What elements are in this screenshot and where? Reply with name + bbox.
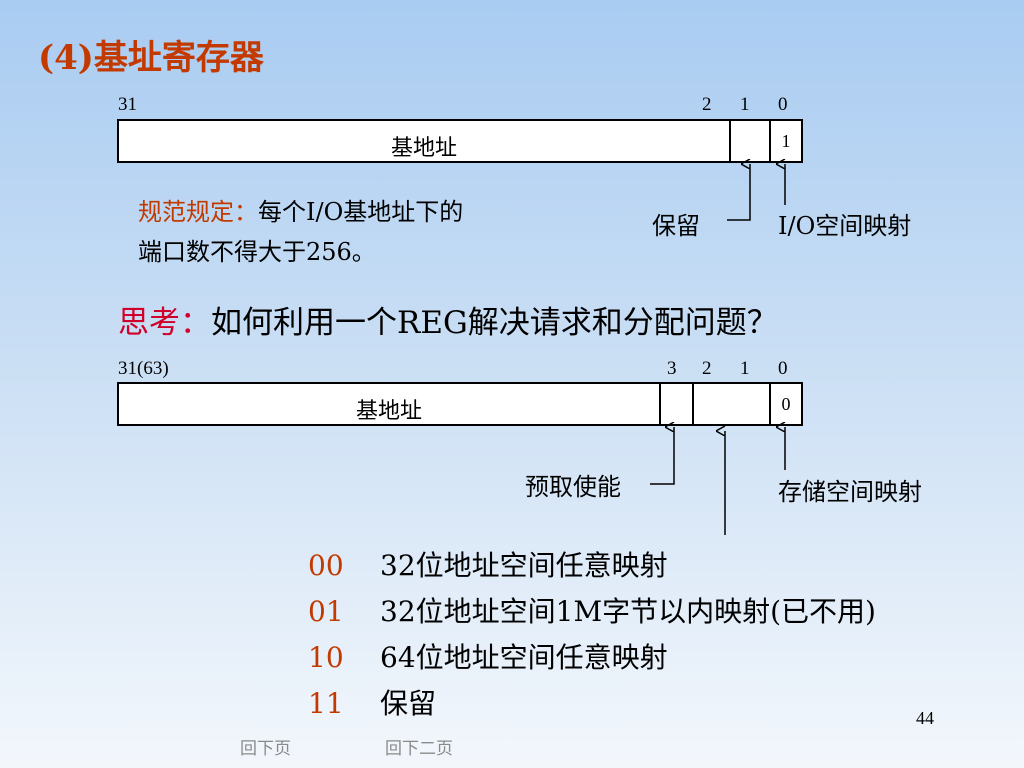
reg2-bit-3: 3: [667, 358, 677, 379]
reg2-type-cell: [692, 384, 769, 424]
reg1-bit0-cell: 1: [769, 121, 801, 161]
register-2: 基地址 0: [117, 382, 803, 426]
reg1-base-address-field: 基地址: [390, 136, 457, 161]
think-question: 思考：如何利用一个REG解决请求和分配问题？: [118, 297, 778, 342]
reg1-bit-1: 1: [740, 94, 750, 115]
page-number: 44: [916, 708, 934, 728]
reg2-bit0-cell: 0: [769, 384, 801, 424]
code-row: 11 保留: [308, 683, 876, 729]
code-row: 01 32位地址空间1M字节以内映射(已不用): [308, 591, 876, 637]
slide-title: (4)基址寄存器: [38, 38, 264, 78]
think-text: 如何利用一个REG解决请求和分配问题？: [211, 305, 778, 341]
reg1-bit-2: 2: [702, 94, 712, 115]
code-desc: 32位地址空间任意映射: [380, 549, 668, 582]
spec-rule-head: 规范规定：: [138, 198, 258, 226]
code-value: 01: [308, 595, 344, 628]
reserved-label: 保留: [652, 212, 700, 240]
code-value: 10: [308, 641, 344, 674]
spec-rule-line1: 规范规定：每个I/O基地址下的: [138, 192, 463, 227]
reg2-bit-0: 0: [778, 358, 788, 379]
spec-rule-text1: 每个I/O基地址下的: [258, 198, 464, 226]
spec-rule-line2: 端口数不得大于256。: [138, 238, 376, 266]
reg1-reserved-cell: [729, 121, 769, 161]
code-row: 00 32位地址空间任意映射: [308, 545, 876, 591]
next-page-link[interactable]: 回下页: [240, 739, 291, 758]
next-two-pages-link[interactable]: 回下二页: [385, 739, 453, 758]
code-value: 11: [308, 687, 344, 720]
type-code-list: 00 32位地址空间任意映射 01 32位地址空间1M字节以内映射(已不用) 10 6…: [308, 545, 876, 729]
prefetch-arrow: [650, 427, 675, 485]
reg1-bit-31: 31: [118, 94, 137, 115]
register-1: 基地址 1: [117, 119, 803, 163]
reg2-bit-1: 1: [740, 358, 750, 379]
think-head: 思考：: [118, 305, 211, 341]
code-row: 10 64位地址空间任意映射: [308, 637, 876, 683]
code-desc: 32位地址空间1M字节以内映射(已不用): [380, 595, 876, 628]
reserved-arrow: [727, 164, 751, 221]
code-desc: 保留: [380, 687, 437, 720]
reg2-bit0-value: 0: [781, 394, 791, 414]
reg2-base-address-field: 基地址: [355, 399, 422, 424]
reg1-bit0-value: 1: [781, 131, 791, 151]
prefetch-label: 预取使能: [525, 473, 621, 501]
reg2-bit-31: 31(63): [118, 358, 169, 379]
reg2-bit-2: 2: [702, 358, 712, 379]
code-desc: 64位地址空间任意映射: [380, 641, 668, 674]
reg2-prefetch-cell: [659, 384, 692, 424]
code-value: 00: [308, 549, 344, 582]
io-space-label: I/O空间映射: [778, 212, 912, 240]
memory-space-label: 存储空间映射: [778, 478, 922, 506]
reg1-bit-0: 0: [778, 94, 788, 115]
